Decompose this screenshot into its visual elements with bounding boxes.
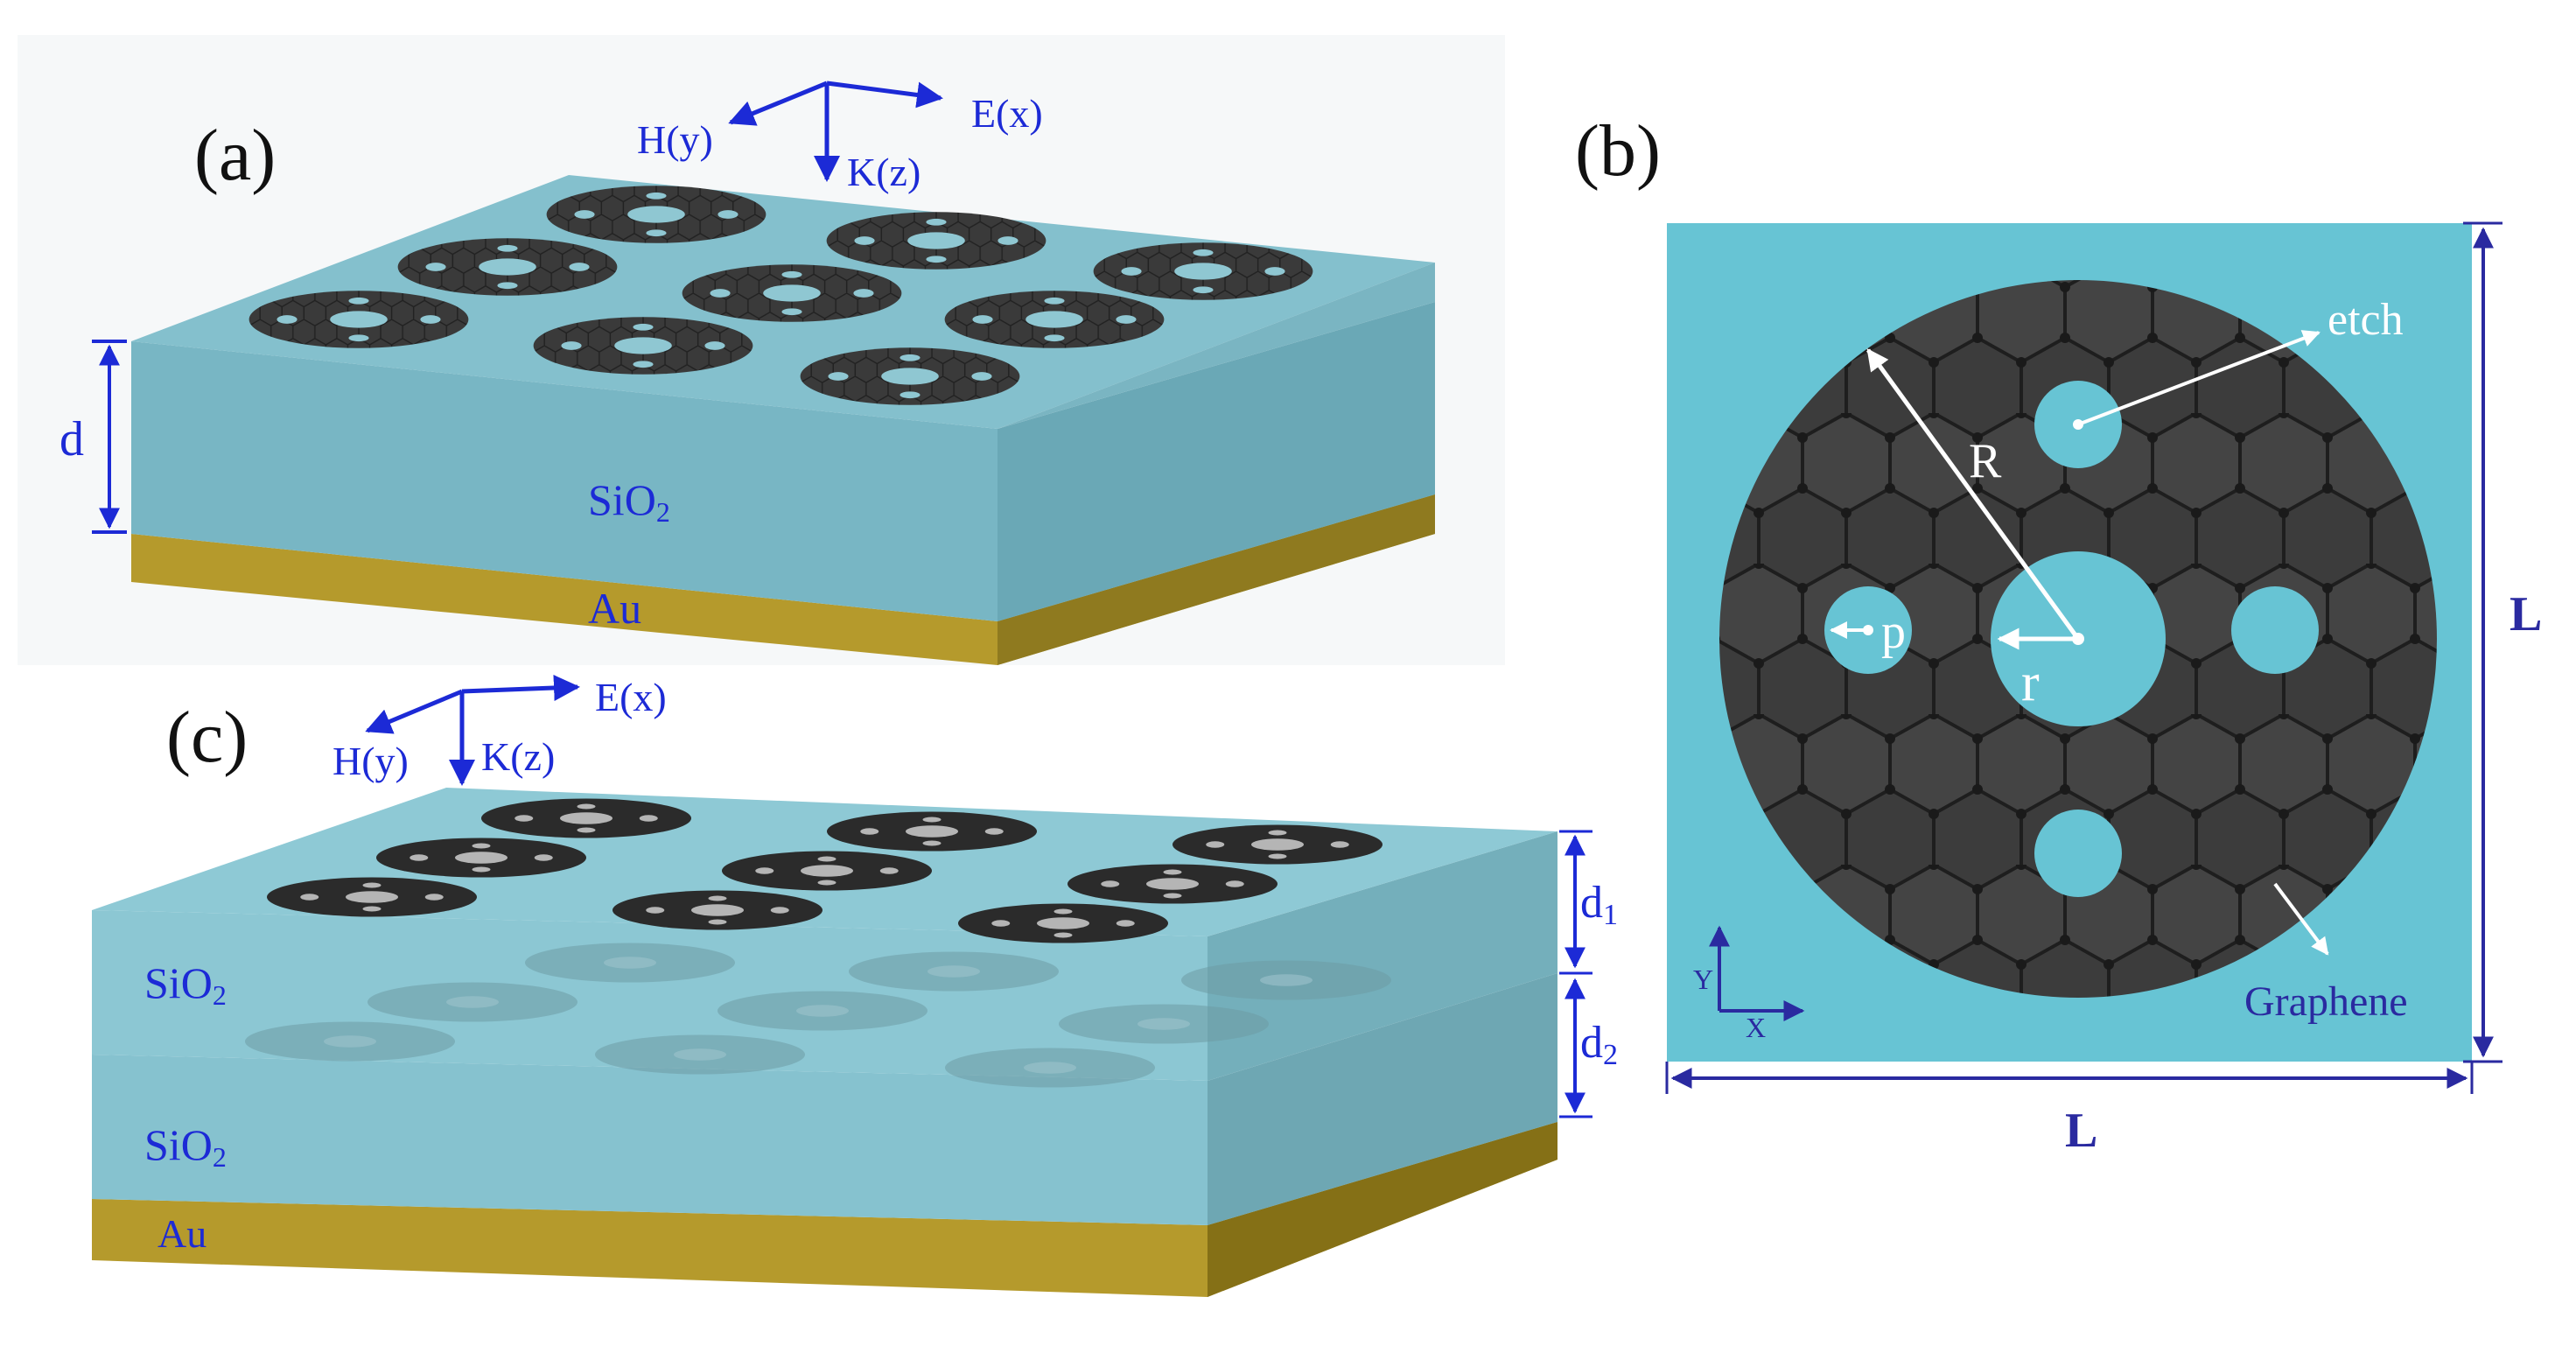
graphene-patch bbox=[397, 238, 618, 296]
h-axis-label: H(y) bbox=[637, 117, 713, 162]
thickness-d1-d2: d1 d2 bbox=[1559, 830, 1618, 1118]
graphene-patch bbox=[958, 903, 1168, 943]
sio2-label: SiO2 bbox=[588, 475, 670, 528]
graphene-patch bbox=[1068, 864, 1278, 904]
graphene-patch bbox=[248, 291, 469, 348]
x-axis-label: X bbox=[1746, 1012, 1766, 1043]
sio2-upper-side bbox=[1208, 831, 1558, 1081]
gold-layer-c bbox=[92, 1122, 1558, 1297]
period-L-horizontal-label: L bbox=[2065, 1104, 2097, 1158]
e-axis-arrow bbox=[826, 81, 943, 109]
au-label-c: Au bbox=[158, 1211, 206, 1256]
graphene-patch bbox=[800, 347, 1020, 405]
h-axis-label: H(y) bbox=[332, 739, 409, 783]
e-axis-label: E(x) bbox=[971, 91, 1043, 136]
graphene-patch bbox=[481, 798, 691, 838]
radius-R-arrow bbox=[1866, 347, 2081, 641]
etch-hole-bottom bbox=[2034, 810, 2122, 897]
graphene-patch bbox=[826, 212, 1046, 270]
au-label: Au bbox=[588, 584, 641, 633]
panel-b-label: (b) bbox=[1575, 110, 1661, 192]
graphene-patch bbox=[722, 851, 932, 891]
sio2-top-label: SiO2 bbox=[144, 958, 227, 1011]
graphene-label: Graphene bbox=[2244, 978, 2408, 1025]
graphene-patch bbox=[1093, 242, 1313, 300]
xy-axes-b: Y X bbox=[1693, 925, 1805, 1043]
period-L-vertical-label: L bbox=[2510, 587, 2542, 641]
etch-pointer bbox=[2077, 330, 2320, 426]
radius-p-label: p bbox=[1881, 605, 1906, 659]
graphene-patch bbox=[612, 890, 822, 930]
y-axis-label: Y bbox=[1693, 964, 1713, 995]
graphene-patch bbox=[376, 838, 586, 878]
axes-triad-a: E(x) H(y) K(z) bbox=[637, 81, 1043, 194]
panel-a: (a) E(x) H(y) K(z) d SiO2 Au bbox=[18, 35, 1505, 665]
h-axis-arrow bbox=[728, 81, 828, 126]
sio2-bottom-label: SiO2 bbox=[144, 1120, 227, 1173]
e-axis-label: E(x) bbox=[595, 675, 667, 719]
graphene-patch bbox=[267, 877, 477, 917]
radius-r-label: r bbox=[2021, 653, 2040, 712]
period-L-horizontal: L bbox=[1665, 1062, 2474, 1158]
graphene-patch bbox=[944, 291, 1165, 348]
etch-label: etch bbox=[2328, 295, 2404, 345]
thickness-d1-label: d1 bbox=[1580, 878, 1618, 931]
graphene-patch bbox=[1172, 824, 1382, 865]
sio2-lower-front bbox=[92, 1055, 1208, 1225]
panel-a-label: (a) bbox=[194, 115, 276, 196]
h-axis-arrow bbox=[365, 689, 463, 734]
sio2-front-face bbox=[131, 341, 998, 621]
graphene-patch bbox=[546, 186, 766, 243]
panel-c-label: (c) bbox=[166, 697, 248, 778]
etch-hole-right bbox=[2231, 586, 2319, 674]
k-axis-label: K(z) bbox=[847, 150, 920, 194]
period-L-vertical: L bbox=[2463, 221, 2542, 1063]
axes-triad-c: E(x) H(y) K(z) bbox=[332, 675, 667, 786]
radius-R-label: R bbox=[1969, 434, 2002, 488]
panel-c: (c) E(x) H(y) K(z) d1 d2 SiO2 SiO2 Au bbox=[92, 675, 1618, 1297]
panel-b: (b) R r p etch Graphene Y X bbox=[1575, 110, 2542, 1158]
e-axis-arrow bbox=[461, 675, 580, 702]
thickness-d-label: d bbox=[60, 412, 84, 466]
sio2-lower-side bbox=[1208, 973, 1558, 1225]
thickness-d2-label: d2 bbox=[1580, 1018, 1618, 1071]
graphene-patch bbox=[827, 811, 1037, 852]
graphene-pointer bbox=[2273, 882, 2329, 956]
k-axis-label: K(z) bbox=[481, 734, 555, 779]
graphene-patch bbox=[682, 264, 902, 322]
sio2-side-face bbox=[998, 302, 1435, 621]
thickness-d: d bbox=[60, 340, 127, 534]
graphene-patch bbox=[533, 317, 753, 375]
